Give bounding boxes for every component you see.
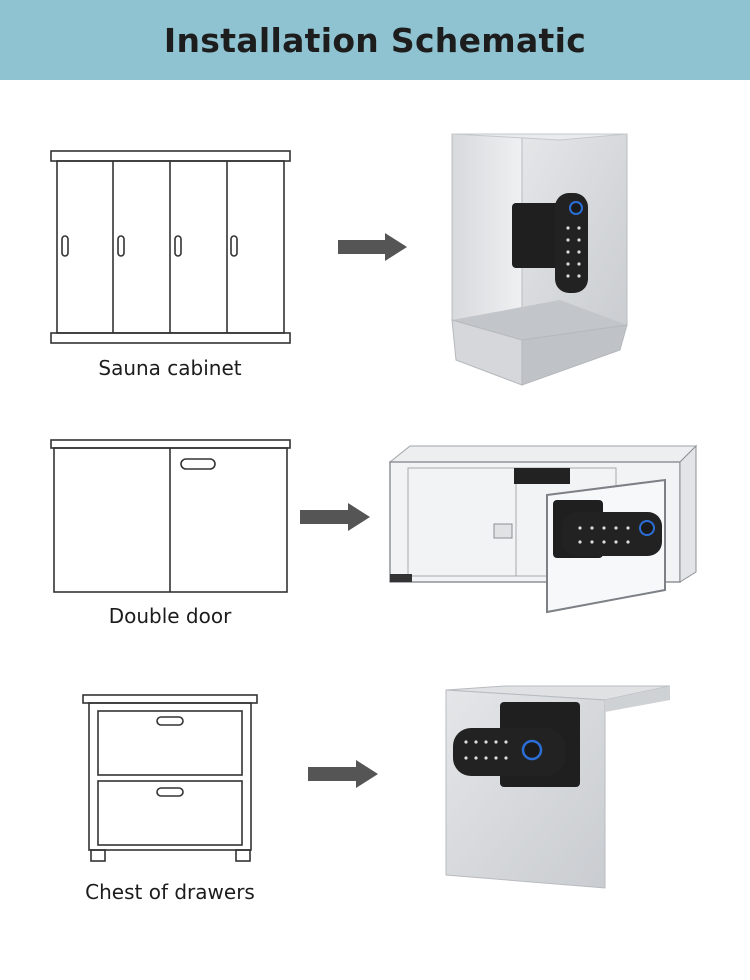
arrow-icon	[300, 503, 370, 531]
row-label-chest-of-drawers: Chest of drawers	[85, 880, 255, 904]
row-label-sauna-cabinet: Sauna cabinet	[98, 356, 242, 380]
title-banner: Installation Schematic	[0, 0, 750, 80]
row-label-double-door: Double door	[108, 604, 232, 628]
glass-cabinet-lock-photo	[451, 133, 628, 386]
chest-of-drawers-sketch	[82, 694, 258, 862]
double-door-cabinet-sketch	[50, 439, 291, 593]
sauna-cabinet-sketch	[50, 150, 291, 344]
arrow-icon	[338, 233, 407, 261]
drawer-lock-photo	[445, 685, 671, 889]
page-title: Installation Schematic	[163, 20, 587, 60]
glass-double-door-lock-photo	[388, 444, 698, 614]
arrow-icon	[308, 760, 378, 788]
